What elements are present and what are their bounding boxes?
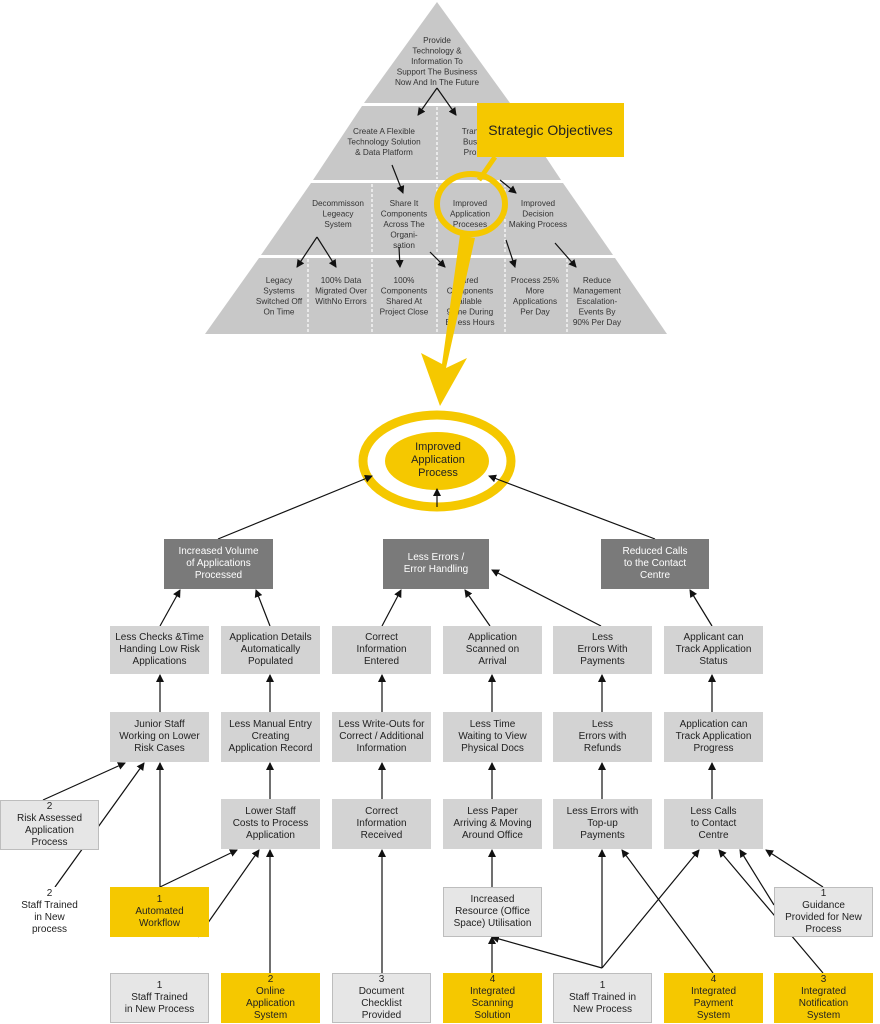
- enabler-online-application: 2 Online Application System: [221, 973, 320, 1023]
- callout-pointer: [476, 155, 498, 182]
- outcome-details-populated: Application Details Automatically Popula…: [221, 626, 320, 674]
- connector-arrow: [491, 935, 603, 969]
- enabler-staff-trained-1b: 1 Staff Trained in New Process: [553, 973, 652, 1023]
- pyramid-level-4: [205, 258, 667, 334]
- outcome-less-time-waiting: Less Time Waiting to View Physical Docs: [443, 712, 542, 762]
- benefit-increased-volume: Increased Volume of Applications Process…: [164, 539, 273, 589]
- connector-arrow: [765, 849, 824, 888]
- connector-arrow: [718, 849, 824, 974]
- outcome-track-status: Applicant can Track Application Status: [664, 626, 763, 674]
- pyramid-arrows: [296, 87, 577, 268]
- outcome-less-manual-entry: Less Manual Entry Creating Application R…: [221, 712, 320, 762]
- enabler-automated-workflow: 1 Automated Workflow: [110, 887, 209, 937]
- big-down-arrow: [421, 235, 475, 406]
- outcome-scanned-on-arrival: Application Scanned on Arrival: [443, 626, 542, 674]
- outcome-less-errors-topup: Less Errors with Top-up Payments: [553, 799, 652, 849]
- outcome-correct-info-received: Correct Information Received: [332, 799, 431, 849]
- connector-arrow: [491, 569, 602, 627]
- connector-arrow: [381, 589, 402, 627]
- outcome-track-progress: Application can Track Application Progre…: [664, 712, 763, 762]
- connector-arrow: [254, 589, 271, 627]
- enabler-staff-trained-1a: 1 Staff Trained in New Process: [110, 973, 209, 1023]
- connector-arrow: [488, 474, 656, 540]
- goal-ellipse: [385, 432, 489, 490]
- outcome-lower-staff-costs: Lower Staff Costs to Process Application: [221, 799, 320, 849]
- outcome-less-paper: Less Paper Arriving & Moving Around Offi…: [443, 799, 542, 849]
- benefit-less-errors: Less Errors / Error Handling: [383, 539, 489, 589]
- outcome-correct-info-entered: Correct Information Entered: [332, 626, 431, 674]
- enabler-guidance: 1 Guidance Provided for New Process: [774, 887, 873, 937]
- outcome-less-calls: Less Calls to Contact Centre: [664, 799, 763, 849]
- connector-arrows: [42, 474, 824, 974]
- enabler-resource-utilisation: Increased Resource (Office Space) Utilis…: [443, 887, 542, 937]
- connector-arrow: [159, 589, 181, 627]
- connector-arrow: [217, 474, 373, 540]
- enabler-document-checklist: 3 Document Checklist Provided: [332, 973, 431, 1023]
- connector-arrow: [601, 849, 700, 969]
- connector-arrow: [621, 849, 714, 974]
- enabler-payment-system: 4 Integrated Payment System: [664, 973, 763, 1023]
- outcome-less-write-outs: Less Write-Outs for Correct / Additional…: [332, 712, 431, 762]
- enabler-notification-system: 3 Integrated Notification System: [774, 973, 873, 1023]
- outcome-less-errors-refunds: Less Errors with Refunds: [553, 712, 652, 762]
- connector-arrow: [159, 849, 238, 888]
- outcome-less-errors-payments: Less Errors With Payments: [553, 626, 652, 674]
- connector-arrow: [689, 589, 713, 627]
- benefit-reduced-calls: Reduced Calls to the Contact Centre: [601, 539, 709, 589]
- pyramid-apex: [364, 2, 510, 103]
- outcome-less-checks: Less Checks &Time Handing Low Risk Appli…: [110, 626, 209, 674]
- connector-arrow: [54, 762, 145, 888]
- objective-highlight-ring: [434, 171, 508, 237]
- strategic-objectives-callout: Strategic Objectives: [477, 103, 624, 157]
- goal-label: Improved Application Process: [411, 440, 465, 479]
- connector-arrow: [739, 849, 775, 906]
- connector-arrow: [42, 762, 126, 801]
- enabler-staff-trained-2: 2 Staff Trained in New process: [0, 887, 99, 937]
- enabler-scanning-solution: 4 Integrated Scanning Solution: [443, 973, 542, 1023]
- connector-arrow: [464, 589, 491, 627]
- outcome-junior-staff: Junior Staff Working on Lower Risk Cases: [110, 712, 209, 762]
- enabler-risk-assessed: 2 Risk Assessed Application Process: [0, 800, 99, 850]
